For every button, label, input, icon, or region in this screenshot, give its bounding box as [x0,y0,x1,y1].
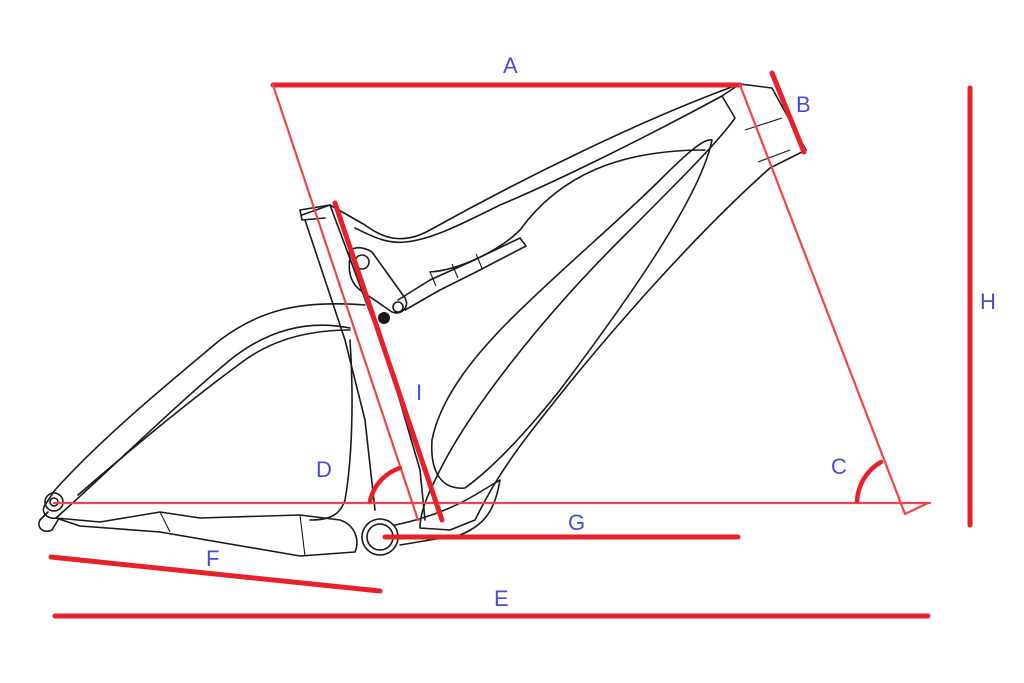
seat-stay-lower [309,339,353,521]
label-e: E [494,586,509,611]
angle-d-seat-tube [367,465,403,504]
rocker-pivot-lower [392,301,404,313]
reference-line-a-to-bb [271,83,420,522]
seat-stay-inner [77,329,351,496]
label-g: G [568,510,585,535]
top-tube-inner [429,149,706,273]
angle-c-head-tube [854,459,884,504]
label-a: A [503,53,518,78]
label-f: F [206,546,219,571]
bb-shell-guard [394,479,501,546]
dimension-labels: A B C D E F G H I [206,53,996,611]
derailleur-hanger [38,511,59,533]
chain-stay [55,511,358,557]
seat-stay [42,302,366,520]
bike-frame [38,83,807,557]
dimension-i-seat-tube [332,200,445,523]
rear-shock [397,237,527,311]
seat-tube-back [304,219,376,511]
label-d: D [316,457,332,482]
dimension-b-head-tube [769,70,807,155]
label-h: H [980,289,996,314]
front-triangle-inner [430,139,713,489]
top-tube [299,83,741,240]
rocker-pivot-main [378,312,390,324]
top-tube-lower [354,95,723,244]
label-i: I [416,380,422,405]
chain-stay-detail [159,511,306,557]
label-c: C [831,454,847,479]
geometry-dimensions [48,70,973,619]
head-tube-detail [744,117,791,163]
rocker-link [348,246,408,314]
reference-line-front-axle [903,501,930,516]
dimension-f-chainstay [48,554,383,594]
label-b: B [796,92,811,117]
front-triangle-outline [419,83,807,531]
shock-body [429,253,483,287]
reference-line-headtube-axis [738,83,907,516]
